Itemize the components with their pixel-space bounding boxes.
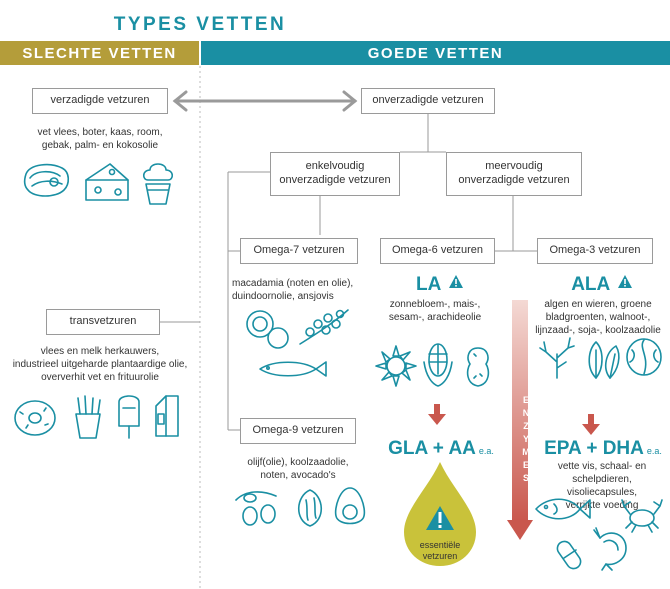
- node-label: onverzadigde vetzuren: [279, 174, 391, 186]
- node-label: verzadigde vetzuren: [50, 94, 150, 107]
- fish-icon: [535, 498, 591, 520]
- trans-description: vlees en melk herkauwers, industrieel ui…: [2, 345, 198, 384]
- essential-label: essentiële vetzuren: [405, 540, 475, 562]
- node-label: Omega-9 vetzuren: [252, 424, 344, 437]
- ice-cream-icon: [142, 163, 174, 205]
- sea-buckthorn-icon: [299, 309, 349, 345]
- desc-line: industrieel uitgeharde plantaardige olie…: [12, 359, 188, 370]
- ala-label: ALA: [562, 274, 642, 296]
- avocado-icon: [334, 487, 366, 525]
- crab-icon: [621, 499, 663, 533]
- node-omega6: Omega-6 vetzuren: [380, 238, 495, 264]
- node-label: meervoudig: [485, 160, 543, 173]
- node-unsaturated: onverzadigde vetzuren: [361, 88, 495, 114]
- steak-icon: [23, 163, 70, 197]
- acid-name: GLA + AA: [388, 438, 476, 459]
- popsicle-icon: [118, 395, 140, 439]
- donut-icon: [14, 400, 56, 436]
- macadamia-icon: [246, 310, 289, 349]
- capsule-icon: [556, 540, 582, 570]
- double-arrow-icon: [172, 90, 358, 112]
- node-label: Omega-3 vetzuren: [549, 244, 641, 257]
- section-header-good: GOEDE VETTEN: [201, 41, 670, 65]
- desc-line: macadamia (noten en olie),: [232, 278, 354, 289]
- ala-description: algen en wieren, groene bladgroenten, wa…: [528, 298, 668, 337]
- essential-line: vetzuren: [422, 550, 458, 561]
- essential-drop-icon: [404, 462, 476, 566]
- down-arrow-icon: [582, 414, 600, 435]
- acid-name: ALA: [571, 274, 610, 295]
- ea-label: e.a.: [478, 446, 494, 456]
- acid-name: LA: [416, 274, 441, 295]
- la-label: LA: [400, 274, 480, 296]
- milk-carton-icon: [155, 395, 179, 437]
- la-description: zonnebloem-, mais-, sesam-, arachideolie: [365, 298, 505, 324]
- desc-line: verrijkte voeding: [565, 500, 639, 511]
- epa-dha-description: vette vis, schaal- en schelpdieren, viso…: [536, 460, 668, 512]
- node-omega7: Omega-7 vetzuren: [240, 238, 358, 264]
- node-mono-unsaturated: enkelvoudig onverzadigde vetzuren: [270, 152, 400, 196]
- desc-line: schelpdieren, visoliecapsules,: [566, 474, 638, 498]
- desc-line: olijf(olie), koolzaadolie,: [247, 457, 349, 468]
- spinach-icon: [588, 341, 620, 379]
- essential-line: essentiële: [419, 540, 461, 550]
- desc-line: bladgroenten, walnoot-,: [545, 312, 651, 323]
- cheese-icon: [85, 163, 129, 201]
- node-omega9: Omega-9 vetzuren: [240, 418, 356, 444]
- olive-icon: [235, 491, 277, 526]
- node-label: onverzadigde vetzuren: [458, 174, 570, 186]
- node-label: onverzadigde vetzuren: [372, 94, 484, 107]
- desc-line: lijnzaad-, soja-, koolzaadolie: [535, 325, 661, 336]
- node-omega3: Omega-3 vetzuren: [537, 238, 653, 264]
- enzymes-arrow-icon: [507, 300, 533, 540]
- enzymes-label: ENZYMES: [521, 395, 531, 486]
- node-saturated: verzadigde vetzuren: [32, 88, 168, 114]
- almond-icon: [297, 489, 323, 527]
- warning-icon: [448, 275, 463, 288]
- desc-line: duindoornolie, ansjovis: [232, 291, 334, 302]
- down-arrow-icon: [428, 404, 446, 425]
- sunflower-icon: [375, 345, 417, 387]
- acid-name: EPA + DHA: [544, 438, 644, 459]
- desc-line: vette vis, schaal- en: [557, 461, 647, 472]
- node-trans: transvetzuren: [46, 309, 160, 335]
- desc-line: oververhit vet en frituurolie: [41, 372, 159, 383]
- node-label: transvetzuren: [69, 315, 137, 328]
- page-title: TYPES VETTEN: [113, 14, 287, 35]
- warning-icon: [617, 275, 632, 288]
- node-label: Omega-7 vetzuren: [253, 244, 345, 257]
- desc-line: noten, avocado's: [260, 470, 336, 481]
- desc-line: gebak, palm- en kokosolie: [41, 140, 159, 151]
- desc-line: algen en wieren, groene: [544, 299, 652, 310]
- section-header-bad: SLECHTE VETTEN: [0, 41, 199, 65]
- saturated-description: vet vlees, boter, kaas, room, gebak, pal…: [20, 126, 180, 152]
- desc-line: vlees en melk herkauwers,: [40, 346, 160, 357]
- node-label: Omega-6 vetzuren: [391, 244, 484, 257]
- seaweed-icon: [539, 337, 575, 379]
- desc-line: zonnebloem-, mais-,: [389, 299, 481, 310]
- shrimp-icon: [593, 527, 627, 571]
- omega9-description: olijf(olie), koolzaadolie, noten, avocad…: [228, 456, 368, 482]
- fries-icon: [75, 395, 101, 439]
- desc-line: sesam-, arachideolie: [388, 312, 482, 323]
- corn-icon: [423, 343, 453, 387]
- desc-line: vet vlees, boter, kaas, room,: [37, 127, 163, 138]
- omega7-description: macadamia (noten en olie), duindoornolie…: [232, 277, 372, 303]
- walnut-icon: [626, 338, 662, 376]
- node-poly-unsaturated: meervoudig onverzadigde vetzuren: [446, 152, 582, 196]
- node-label: enkelvoudig: [305, 160, 365, 173]
- ea-label: e.a.: [646, 446, 662, 456]
- anchovy-icon: [259, 361, 327, 377]
- peanut-icon: [466, 347, 490, 387]
